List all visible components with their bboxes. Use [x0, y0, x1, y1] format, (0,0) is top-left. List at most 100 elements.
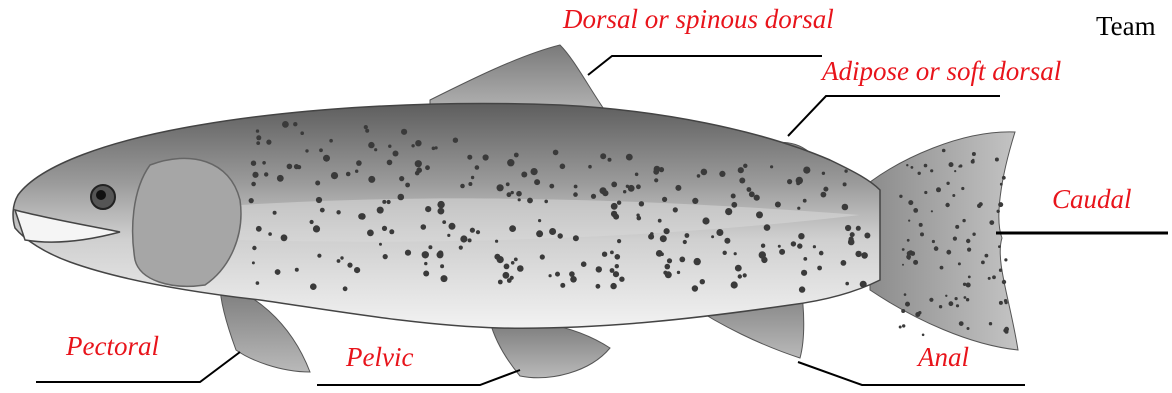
body-spot	[617, 239, 621, 243]
body-spot	[553, 150, 559, 156]
body-spot	[615, 264, 619, 268]
tail-spot	[906, 255, 911, 260]
body-spot	[319, 148, 323, 152]
body-spot	[560, 283, 565, 288]
body-spot	[549, 184, 554, 189]
body-spot	[799, 286, 805, 292]
body-spot	[791, 241, 796, 246]
tail-spot	[954, 170, 956, 172]
body-spot	[560, 164, 566, 170]
body-spot	[405, 183, 410, 188]
body-spot	[803, 257, 807, 261]
body-spot	[293, 122, 297, 126]
body-spot	[295, 268, 299, 272]
tail-spot	[998, 202, 1003, 207]
body-spot	[510, 276, 514, 280]
label-anal: Anal	[918, 344, 969, 371]
tail-spot	[1002, 280, 1006, 284]
tail-spot	[945, 295, 947, 297]
tail-spot	[999, 301, 1003, 305]
fish-eye-pupil	[96, 190, 106, 200]
body-spot	[347, 263, 352, 268]
body-spot	[382, 200, 386, 204]
body-spot	[405, 250, 411, 256]
tail-spot	[908, 200, 913, 205]
body-spot	[337, 259, 341, 263]
body-spot	[823, 187, 828, 192]
body-spot	[425, 165, 430, 170]
body-spot	[654, 166, 661, 173]
body-spot	[615, 254, 621, 260]
tail-spot	[988, 277, 991, 280]
tail-spot	[924, 164, 928, 168]
body-spot	[683, 240, 687, 244]
body-spot	[251, 182, 256, 187]
body-spot	[401, 129, 407, 135]
body-spot	[483, 154, 489, 160]
body-spot	[517, 265, 524, 272]
body-spot	[423, 271, 429, 277]
body-spot	[845, 282, 849, 286]
tail-spot	[966, 298, 969, 301]
body-spot	[437, 201, 444, 208]
body-spot	[424, 262, 427, 265]
body-spot	[441, 275, 448, 282]
body-spot	[602, 190, 608, 196]
tail-spot	[1004, 258, 1007, 261]
body-spot	[719, 171, 725, 177]
body-spot	[355, 170, 358, 173]
body-spot	[743, 273, 747, 277]
leader-dorsal	[588, 56, 822, 75]
label-adipose: Adipose or soft dorsal	[822, 58, 1061, 85]
tail-spot	[955, 225, 959, 229]
tail-spot	[966, 239, 970, 243]
body-spot	[507, 159, 514, 166]
body-spot	[471, 176, 474, 179]
body-spot	[389, 229, 394, 234]
body-spot	[256, 226, 262, 232]
body-spot	[437, 251, 444, 258]
tail-spot	[907, 239, 910, 242]
tail-spot	[959, 321, 964, 326]
tail-spot	[902, 324, 905, 327]
tail-spot	[946, 182, 949, 185]
body-spot	[848, 239, 855, 246]
tail-spot	[977, 204, 981, 208]
tail-spot	[998, 245, 1001, 248]
body-spot	[756, 211, 763, 218]
tail-spot	[1000, 183, 1003, 186]
body-spot	[495, 240, 498, 243]
pelvic-fin	[490, 321, 610, 378]
body-spot	[775, 202, 781, 208]
body-spot	[383, 254, 388, 259]
body-spot	[521, 172, 527, 178]
body-spot	[368, 142, 374, 148]
body-spot	[310, 283, 317, 290]
body-spot	[399, 176, 404, 181]
body-spot	[588, 165, 592, 169]
tail-spot	[942, 149, 946, 153]
body-spot	[738, 274, 742, 278]
body-spot	[850, 232, 855, 237]
body-spot	[313, 225, 320, 232]
tail-spot	[908, 220, 910, 222]
tail-spot	[904, 293, 907, 296]
body-spot	[813, 245, 816, 248]
body-spot	[803, 199, 807, 203]
body-spot	[573, 192, 578, 197]
body-spot	[507, 192, 512, 197]
body-spot	[801, 270, 807, 276]
label-caudal: Caudal	[1052, 186, 1132, 213]
body-spot	[770, 165, 773, 168]
body-spot	[346, 172, 351, 177]
body-spot	[422, 251, 429, 258]
body-spot	[822, 172, 825, 175]
body-spot	[817, 266, 822, 271]
body-spot	[764, 224, 771, 231]
tail-spot	[899, 326, 902, 329]
body-spot	[731, 281, 738, 288]
body-spot	[611, 203, 618, 210]
tail-spot	[949, 301, 954, 306]
body-spot	[654, 178, 658, 182]
